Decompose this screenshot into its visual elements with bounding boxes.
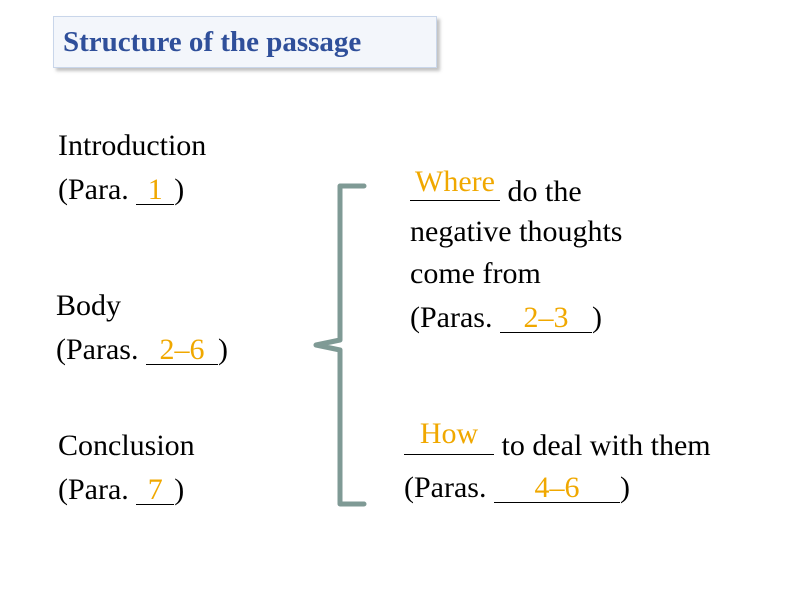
introduction-prefix: (Para. <box>58 173 137 206</box>
how-paras: (Paras. 4–6) <box>404 470 630 506</box>
where-line-1-rest: do the <box>500 175 582 208</box>
where-paras-suffix: ) <box>591 301 602 334</box>
where-line-3: come from <box>410 257 541 290</box>
how-blank: How <box>404 419 494 455</box>
body-label: Body <box>56 289 122 322</box>
introduction-suffix: ) <box>174 173 185 206</box>
how-paras-blank: 4–6 <box>493 471 620 504</box>
how-answer: How <box>419 417 479 450</box>
body-paras: (Paras. 2–6) <box>56 332 228 368</box>
where-paras-answer: 2–3 <box>523 301 569 334</box>
how-line-1-rest: to deal with them <box>494 429 711 462</box>
introduction-answer: 1 <box>147 173 163 206</box>
conclusion-paras: (Para. 7) <box>58 472 184 508</box>
title-box: Structure of the passage <box>53 16 437 68</box>
where-line-1: Where do the <box>410 167 582 210</box>
conclusion-suffix: ) <box>174 473 185 506</box>
how-paras-suffix: ) <box>619 471 630 504</box>
introduction-label: Introduction <box>58 129 207 162</box>
where-paras-blank: 2–3 <box>499 301 592 334</box>
bracket-brace-icon <box>313 183 367 507</box>
how-line-1: How to deal with them <box>404 419 711 464</box>
where-paras: (Paras. 2–3) <box>410 300 602 336</box>
conclusion-prefix: (Para. <box>58 473 137 506</box>
where-answer: Where <box>415 165 495 198</box>
introduction-blank: 1 <box>136 173 175 206</box>
body-blank: 2–6 <box>145 333 218 366</box>
introduction-paras: (Para. 1) <box>58 172 184 208</box>
where-blank: Where <box>410 167 500 201</box>
conclusion-blank: 7 <box>136 473 175 506</box>
how-paras-answer: 4–6 <box>534 471 580 504</box>
page-title: Structure of the passage <box>63 26 362 58</box>
conclusion-label: Conclusion <box>58 429 195 462</box>
body-suffix: ) <box>217 333 228 366</box>
where-paras-prefix: (Paras. <box>410 301 500 334</box>
body-prefix: (Paras. <box>56 333 146 366</box>
body-answer: 2–6 <box>159 333 205 366</box>
conclusion-answer: 7 <box>147 473 163 506</box>
where-line-2: negative thoughts <box>410 215 623 248</box>
how-paras-prefix: (Paras. <box>404 471 494 504</box>
